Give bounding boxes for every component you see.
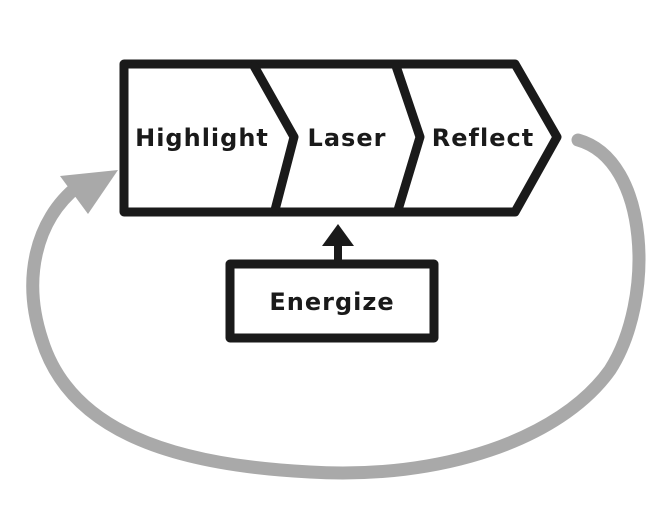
chevron-divider-2 [391, 61, 425, 215]
stage-label-reflect: Reflect [432, 124, 534, 152]
cycle-arrow-icon [26, 133, 646, 480]
chevron-divider-1 [249, 61, 299, 215]
energize-box [225, 259, 439, 343]
stage-label-laser: Laser [308, 124, 387, 152]
energize-label: Energize [269, 288, 394, 316]
process-chain-outline [119, 59, 562, 217]
stage-label-highlight: Highlight [135, 124, 269, 152]
arrow-up-icon [322, 224, 354, 266]
